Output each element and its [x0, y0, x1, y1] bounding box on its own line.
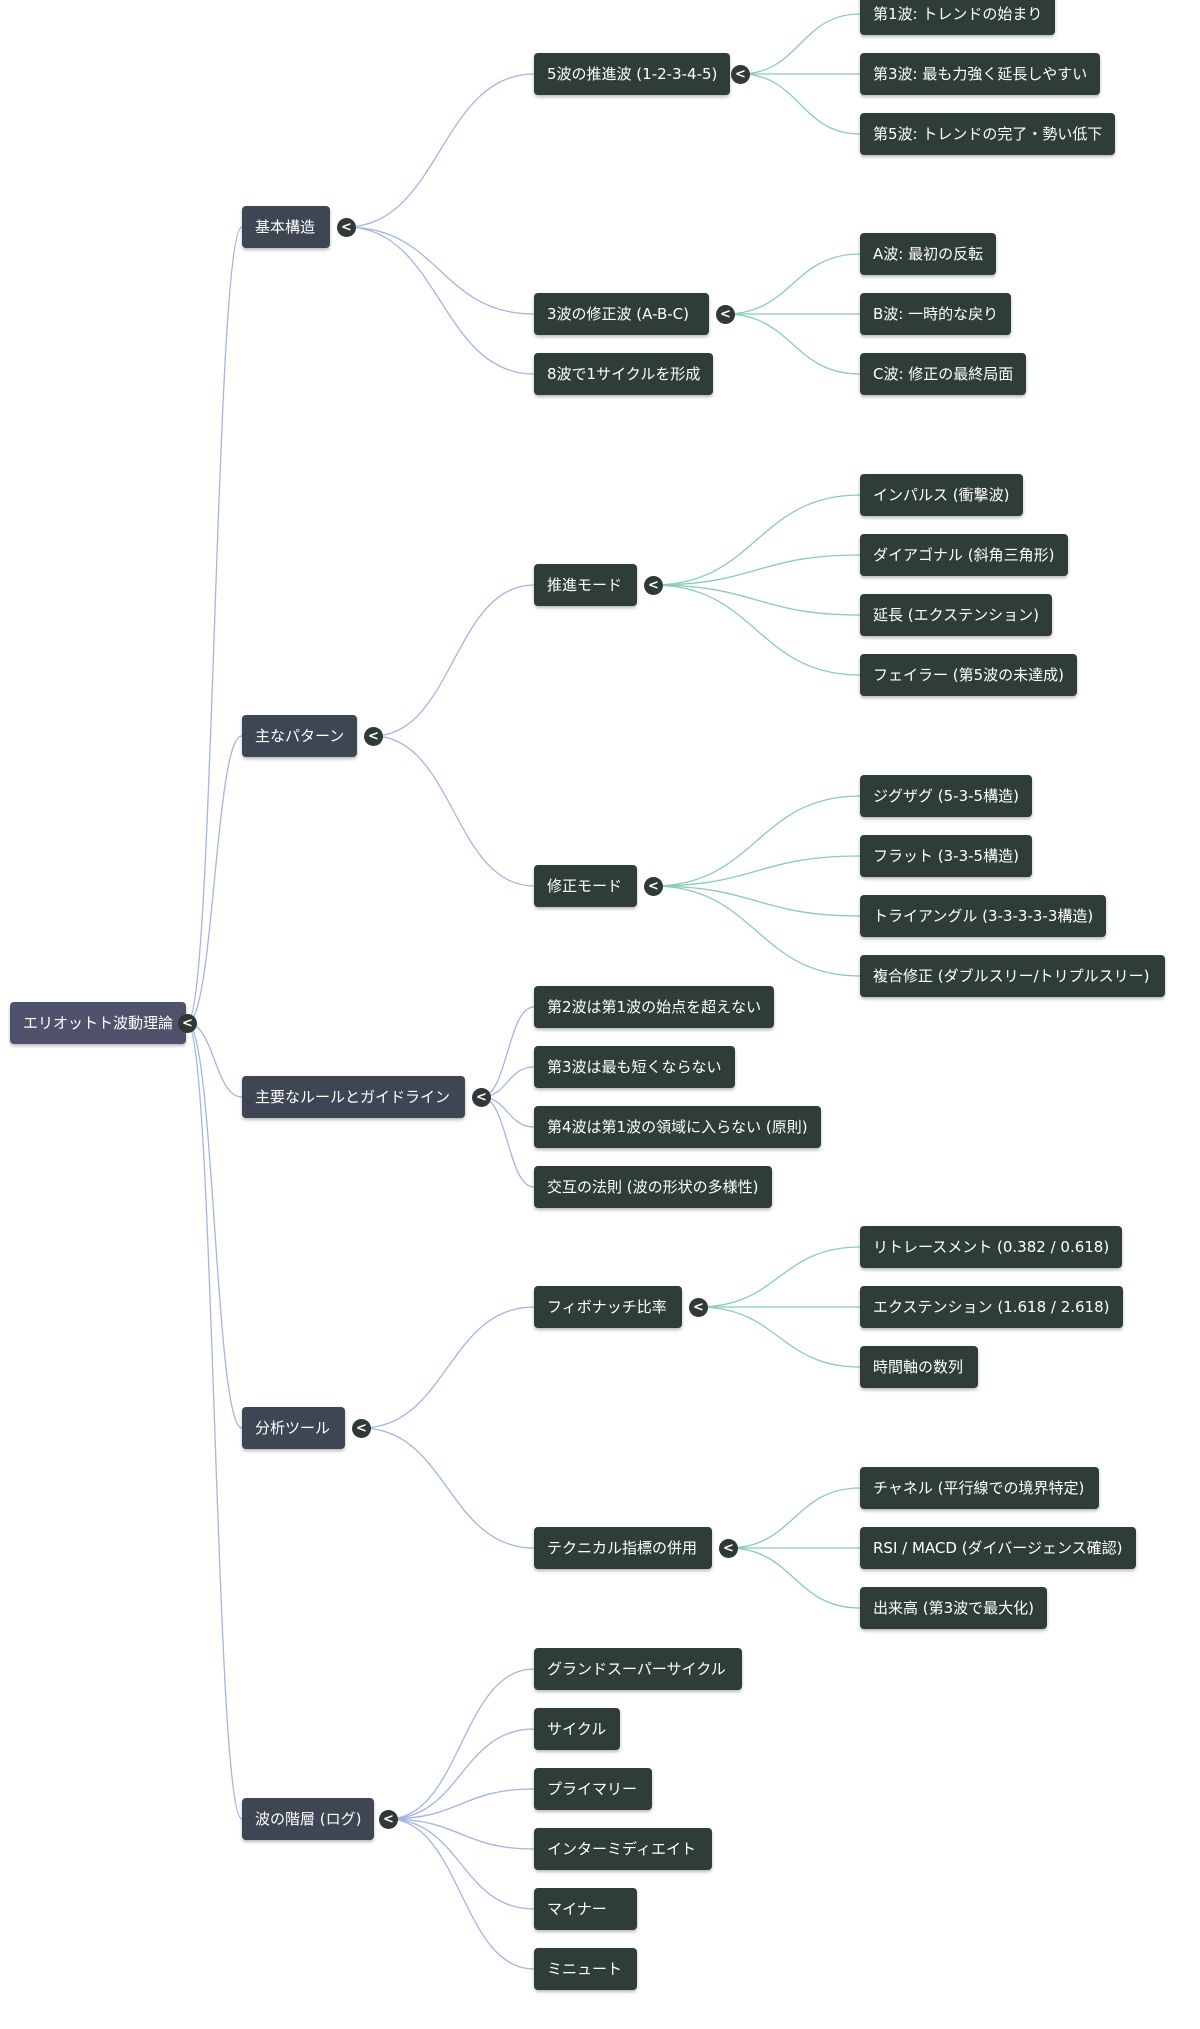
link-branch-to-topic — [387, 1788, 535, 1820]
branch-node[interactable]: 基本構造 — [242, 206, 330, 248]
link-topic-to-leaf — [652, 855, 861, 887]
link-root-to-branch — [186, 735, 243, 1024]
link-topic-to-leaf — [652, 494, 861, 586]
leaf-node[interactable]: 出来高 (第3波で最大化) — [860, 1587, 1048, 1629]
topic-node[interactable]: ミニュート — [534, 1948, 637, 1990]
link-branch-to-topic — [480, 1096, 535, 1188]
topic-node[interactable]: 修正モード — [534, 865, 637, 907]
link-topic-to-leaf — [724, 253, 861, 315]
link-topic-to-leaf — [724, 313, 861, 375]
collapse-toggle-icon[interactable]: < — [472, 1088, 491, 1107]
topic-node[interactable]: フィボナッチ比率 — [534, 1286, 682, 1328]
branch-node[interactable]: 波の階層 (ログ) — [242, 1798, 375, 1840]
collapse-toggle-icon[interactable]: < — [716, 305, 735, 324]
collapse-toggle-icon[interactable]: < — [689, 1298, 708, 1317]
branch-node[interactable]: 主なパターン — [242, 715, 358, 757]
link-branch-to-topic — [360, 1306, 535, 1429]
leaf-node[interactable]: RSI / MACD (ダイバージェンス確認) — [860, 1527, 1136, 1569]
topic-node[interactable]: グランドスーパーサイクル — [534, 1648, 742, 1690]
leaf-node[interactable]: B波: 一時的な戻り — [860, 293, 1012, 335]
topic-node[interactable]: プライマリー — [534, 1768, 652, 1810]
link-root-to-branch — [186, 1022, 243, 1429]
leaf-node[interactable]: 第3波: 最も力強く延長しやすい — [860, 53, 1101, 95]
leaf-node[interactable]: A波: 最初の反転 — [860, 233, 997, 275]
topic-node[interactable]: マイナー — [534, 1888, 637, 1930]
link-root-to-branch — [186, 1022, 243, 1098]
link-topic-to-leaf — [652, 885, 861, 977]
leaf-node[interactable]: フェイラー (第5波の未達成) — [860, 654, 1078, 696]
leaf-node[interactable]: エクステンション (1.618 / 2.618) — [860, 1286, 1123, 1328]
leaf-node[interactable]: フラット (3-3-5構造) — [860, 835, 1032, 877]
link-topic-to-leaf — [652, 584, 861, 676]
leaf-node[interactable]: ダイアゴナル (斜角三角形) — [860, 534, 1068, 576]
leaf-node[interactable]: チャネル (平行線での境界特定) — [860, 1467, 1099, 1509]
link-branch-to-topic — [372, 584, 535, 737]
link-branch-to-topic — [387, 1818, 535, 1850]
leaf-node[interactable]: リトレースメント (0.382 / 0.618) — [860, 1226, 1123, 1268]
collapse-toggle-icon[interactable]: < — [719, 1539, 738, 1558]
link-topic-to-leaf — [652, 554, 861, 586]
link-branch-to-topic — [372, 735, 535, 887]
topic-node[interactable]: 5波の推進波 (1-2-3-4-5) — [534, 53, 731, 95]
link-root-to-branch — [186, 1022, 243, 1820]
link-branch-to-topic — [360, 1427, 535, 1549]
link-branch-to-topic — [387, 1818, 535, 1910]
branch-node[interactable]: 分析ツール — [242, 1407, 345, 1449]
root-node[interactable]: エリオットト波動理論 — [10, 1002, 187, 1044]
topic-node[interactable]: 3波の修正波 (A-B-C) — [534, 293, 709, 335]
topic-node[interactable]: 第3波は最も短くならない — [534, 1046, 735, 1088]
link-topic-to-leaf — [697, 1246, 861, 1308]
collapse-toggle-icon[interactable]: < — [178, 1014, 197, 1033]
collapse-toggle-icon[interactable]: < — [352, 1419, 371, 1438]
collapse-toggle-icon[interactable]: < — [644, 576, 663, 595]
link-topic-to-leaf — [739, 13, 861, 75]
link-branch-to-topic — [345, 226, 535, 375]
collapse-toggle-icon[interactable]: < — [644, 877, 663, 896]
leaf-node[interactable]: トライアングル (3-3-3-3-3構造) — [860, 895, 1107, 937]
link-topic-to-leaf — [652, 885, 861, 917]
topic-node[interactable]: 交互の法則 (波の形状の多様性) — [534, 1166, 772, 1208]
topic-node[interactable]: 推進モード — [534, 564, 637, 606]
topic-node[interactable]: 第2波は第1波の始点を超えない — [534, 986, 775, 1028]
link-branch-to-topic — [480, 1006, 535, 1098]
collapse-toggle-icon[interactable]: < — [337, 218, 356, 237]
link-root-to-branch — [186, 226, 243, 1024]
link-topic-to-leaf — [739, 73, 861, 135]
link-topic-to-leaf — [697, 1306, 861, 1368]
topic-node[interactable]: テクニカル指標の併用 — [534, 1527, 712, 1569]
leaf-node[interactable]: ジグザグ (5-3-5構造) — [860, 775, 1032, 817]
link-branch-to-topic — [387, 1818, 535, 1970]
topic-node[interactable]: インターミディエイト — [534, 1828, 712, 1870]
link-branch-to-topic — [387, 1668, 535, 1820]
collapse-toggle-icon[interactable]: < — [731, 65, 750, 84]
topic-node[interactable]: サイクル — [534, 1708, 620, 1750]
topic-node[interactable]: 第4波は第1波の領域に入らない (原則) — [534, 1106, 821, 1148]
collapse-toggle-icon[interactable]: < — [379, 1810, 398, 1829]
leaf-node[interactable]: C波: 修正の最終局面 — [860, 353, 1027, 395]
link-topic-to-leaf — [652, 795, 861, 887]
link-topic-to-leaf — [727, 1487, 861, 1549]
link-topic-to-leaf — [727, 1547, 861, 1609]
link-topic-to-leaf — [652, 584, 861, 616]
topic-node[interactable]: 8波で1サイクルを形成 — [534, 353, 714, 395]
leaf-node[interactable]: 第5波: トレンドの完了・勢い低下 — [860, 113, 1116, 155]
leaf-node[interactable]: 時間軸の数列 — [860, 1346, 978, 1388]
link-branch-to-topic — [345, 73, 535, 228]
collapse-toggle-icon[interactable]: < — [364, 727, 383, 746]
branch-node[interactable]: 主要なルールとガイドライン — [242, 1076, 465, 1118]
leaf-node[interactable]: 延長 (エクステンション) — [860, 594, 1053, 636]
leaf-node[interactable]: 第1波: トレンドの始まり — [860, 0, 1056, 35]
link-branch-to-topic — [345, 226, 535, 315]
link-branch-to-topic — [387, 1728, 535, 1820]
leaf-node[interactable]: 複合修正 (ダブルスリー/トリプルスリー) — [860, 955, 1165, 997]
leaf-node[interactable]: インパルス (衝撃波) — [860, 474, 1023, 516]
